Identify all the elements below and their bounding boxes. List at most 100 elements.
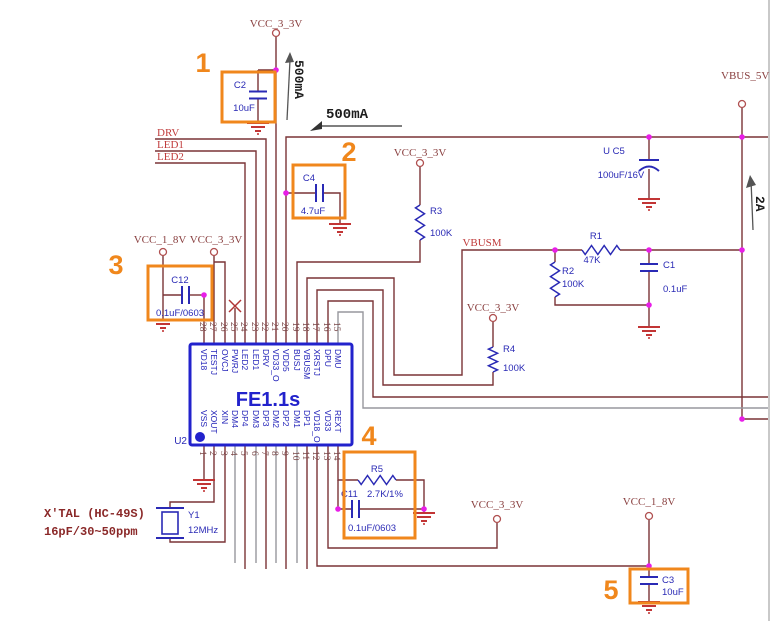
- capacitor-c4-ref: C4: [303, 173, 315, 184]
- vcc-1-8v-c3-label: VCC_1_8V: [623, 496, 676, 508]
- vcc-1-8v-c12-pin: [158, 247, 168, 257]
- pin-number-18: 18: [300, 322, 310, 332]
- crystal-y1: [161, 511, 179, 535]
- pin-number-9: 9: [279, 451, 289, 456]
- resistor-value-r5: 2.7K/1%: [367, 489, 403, 500]
- pin-name-dpu: DPU: [323, 349, 333, 367]
- led2-net: [155, 162, 246, 344]
- drv-net: [155, 138, 267, 344]
- pin-number-13: 13: [321, 451, 331, 461]
- led1-label: LED1: [157, 139, 184, 151]
- pin-number-5: 5: [238, 451, 248, 456]
- crystal-value: 12MHz: [188, 525, 218, 536]
- vcc-3-3v-r4-label: VCC_3_3V: [467, 302, 520, 314]
- crystal-note-line2: 16pF/30~50ppm: [44, 525, 138, 539]
- pin-number-21: 21: [269, 322, 279, 332]
- pin-number-26: 26: [218, 322, 228, 332]
- pin-number-2: 2: [207, 451, 217, 456]
- pin-number-8: 8: [269, 451, 279, 456]
- pin-name-vd33_o: VD33_O: [271, 349, 281, 382]
- current-500ma-vertical-arrowhead: [285, 52, 294, 63]
- crystal-note-line1: X'TAL (HC-49S): [44, 507, 145, 521]
- pin-name-led2: LED2: [240, 349, 250, 371]
- current-2a-arrowhead: [746, 175, 756, 188]
- current-500ma-vertical: 500mA: [291, 60, 306, 99]
- dmu-net: [337, 311, 768, 409]
- highlight-box-3: [146, 264, 214, 322]
- vbus-5v-pin: [737, 99, 747, 109]
- junction-dot: [283, 190, 289, 196]
- pin-name-busj: BUSJ: [292, 349, 302, 371]
- pin-number-23: 23: [249, 322, 259, 332]
- pin-number-19: 19: [290, 322, 300, 332]
- pin-number-7: 7: [259, 451, 269, 456]
- pin-number-4: 4: [228, 451, 238, 456]
- r5-lead-r: [396, 479, 425, 513]
- junction-dot: [335, 506, 341, 512]
- vcc-3-3v-vd33-pin: [492, 514, 502, 524]
- highlight-number-1: 1: [195, 48, 210, 78]
- pin-name-dm4: DM4: [230, 410, 240, 428]
- capacitor-uc5-value: 100uF/16V: [598, 170, 645, 181]
- pin-name-vd18_o: VD18_O: [312, 410, 322, 443]
- vcc-1-8v-c3-pin: [644, 511, 654, 521]
- highlight-number-5: 5: [603, 575, 618, 605]
- junction-dot: [646, 563, 652, 569]
- capacitor-uc5-ref: U C5: [603, 146, 625, 157]
- pin-name-drv: DRV: [261, 349, 271, 367]
- vd33-net: [327, 445, 498, 549]
- capacitor-c4-value: 4.7uF: [301, 206, 325, 217]
- vcc-3-3v-top-label: VCC_3_3V: [250, 18, 303, 30]
- pin-name-pwrj: PWRJ: [230, 349, 240, 373]
- pin-number-28: 28: [197, 322, 207, 332]
- pin-number-6: 6: [249, 451, 259, 456]
- xrstj-r4-net: [316, 289, 494, 386]
- pin-name-dp3: DP3: [261, 410, 271, 427]
- vcc-3-3v-c12-label: VCC_3_3V: [190, 234, 243, 246]
- resistor-value-r2: 100K: [562, 279, 585, 290]
- pin-name-dp4: DP4: [240, 410, 250, 427]
- resistor-ref-r1: R1: [590, 231, 602, 242]
- capacitor-uc5: [638, 165, 660, 172]
- highlight-number-4: 4: [361, 421, 376, 451]
- crystal-ref: Y1: [188, 510, 200, 521]
- resistor-value-r1: 47K: [584, 255, 602, 266]
- pin-number-16: 16: [321, 322, 331, 332]
- dpu-net: [327, 300, 768, 398]
- resistor-ref-r2: R2: [562, 266, 574, 277]
- capacitor-c12-ref: C12: [171, 275, 188, 286]
- vbus-5v-label: VBUS_5V: [721, 70, 769, 82]
- vcc-3-3v-r3-label: VCC_3_3V: [394, 147, 447, 159]
- xout-net: [169, 445, 215, 508]
- pin-name-testj: TESTJ: [209, 349, 219, 375]
- pin-name-xrstj: XRSTJ: [312, 349, 322, 376]
- highlight-number-2: 2: [341, 137, 356, 167]
- resistor-ref-r5: R5: [371, 464, 383, 475]
- pin-name-xout: XOUT: [209, 410, 219, 434]
- vbusm-label: VBUSM: [462, 237, 501, 249]
- junction-dot: [739, 247, 745, 253]
- resistor-r4: [486, 346, 500, 373]
- capacitor-c2-ref: C2: [234, 80, 246, 91]
- pin-name-xin: XIN: [220, 410, 230, 424]
- pin-name-dp2: DP2: [281, 410, 291, 427]
- resistor-value-r4: 100K: [503, 363, 526, 374]
- pin-name-vss: VSS: [199, 410, 209, 427]
- resistor-ref-r4: R4: [503, 344, 515, 355]
- highlight-number-3: 3: [108, 250, 123, 280]
- pin-name-vdd5: VDD5: [281, 349, 291, 372]
- capacitor-c12-value: 0.1uF/0603: [156, 308, 204, 319]
- pin-name-vd33: VD33: [323, 410, 333, 432]
- current-500ma-vertical-line: [286, 59, 291, 121]
- pin-number-10: 10: [290, 451, 300, 461]
- chip-name: FE1.1s: [236, 389, 300, 411]
- chip-body-fe1.1s: [188, 342, 354, 447]
- pin-name-dm3: DM3: [251, 410, 261, 428]
- pin-number-25: 25: [228, 322, 238, 332]
- junction-dot: [739, 416, 745, 422]
- capacitor-c11-value: 0.1uF/0603: [348, 523, 396, 534]
- vcc-3-3v-top-pin: [271, 28, 281, 38]
- pin-name-dmu: DMU: [333, 349, 343, 368]
